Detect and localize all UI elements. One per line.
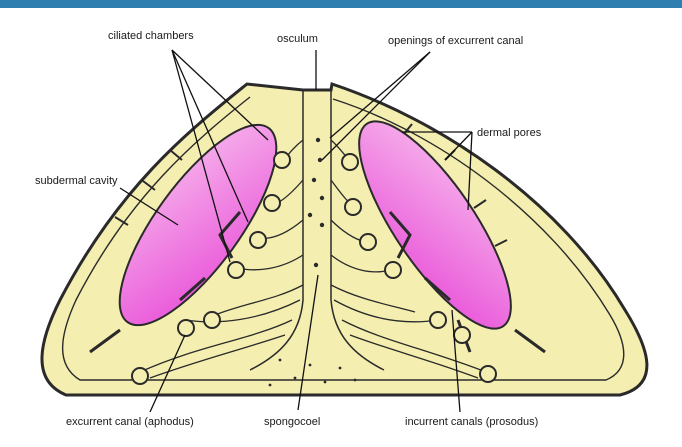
- label-excurrent-canal: excurrent canal (aphodus): [66, 416, 194, 429]
- label-openings-of-excurrent-canal: openings of excurrent canal: [388, 35, 523, 48]
- label-subdermal-cavity: subdermal cavity: [35, 175, 118, 188]
- sponge-body: [42, 84, 647, 395]
- label-incurrent-canals: incurrent canals (prosodus): [405, 416, 538, 429]
- label-dermal-pores: dermal pores: [477, 127, 541, 140]
- label-ciliated-chambers: ciliated chambers: [108, 30, 194, 43]
- label-spongocoel: spongocoel: [264, 416, 320, 429]
- label-osculum: osculum: [277, 33, 318, 46]
